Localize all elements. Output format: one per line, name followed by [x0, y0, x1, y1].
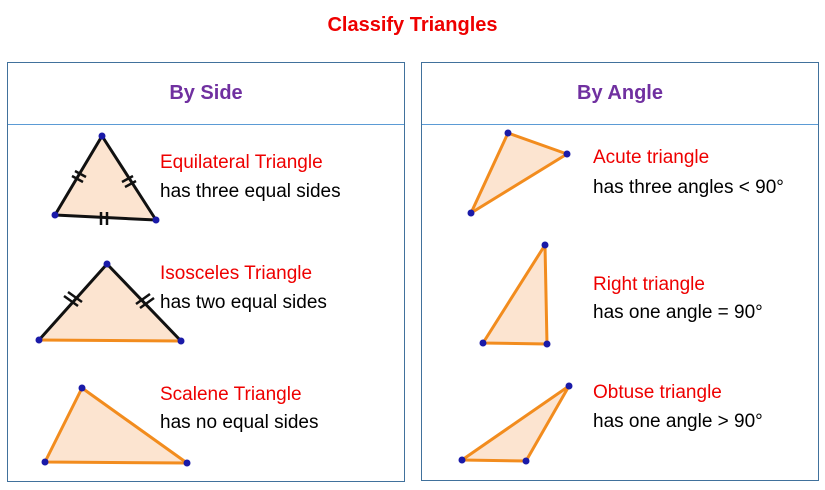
acute-description: has three angles < 90°: [593, 177, 784, 198]
equilateral-description: has three equal sides: [160, 181, 341, 202]
by-side-panel: By Side: [7, 62, 405, 482]
obtuse-triangle-icon: [458, 382, 573, 465]
isosceles-name: Isosceles Triangle: [160, 263, 313, 284]
obtuse-name: Obtuse triangle: [593, 382, 722, 403]
acute-triangle-icon: [467, 129, 571, 217]
right-name: Right triangle: [593, 274, 705, 295]
isosceles-triangle-icon: [35, 260, 185, 345]
scalene-name: Scalene Triangle: [160, 384, 302, 405]
scalene-triangle-icon: [41, 384, 191, 467]
equilateral-name: Equilateral Triangle: [160, 152, 323, 173]
scalene-description: has no equal sides: [160, 412, 319, 433]
by-side-heading: By Side: [8, 63, 404, 125]
by-angle-heading: By Angle: [422, 63, 818, 125]
acute-name: Acute triangle: [593, 147, 710, 168]
equilateral-triangle-icon: [51, 132, 160, 225]
isosceles-description: has two equal sides: [160, 292, 327, 313]
by-angle-panel: By Angle: [421, 62, 819, 481]
page-title: Classify Triangles: [327, 14, 498, 36]
right-description: has one angle = 90°: [593, 302, 763, 323]
right-triangle-icon: [479, 241, 551, 348]
obtuse-description: has one angle > 90°: [593, 411, 763, 432]
